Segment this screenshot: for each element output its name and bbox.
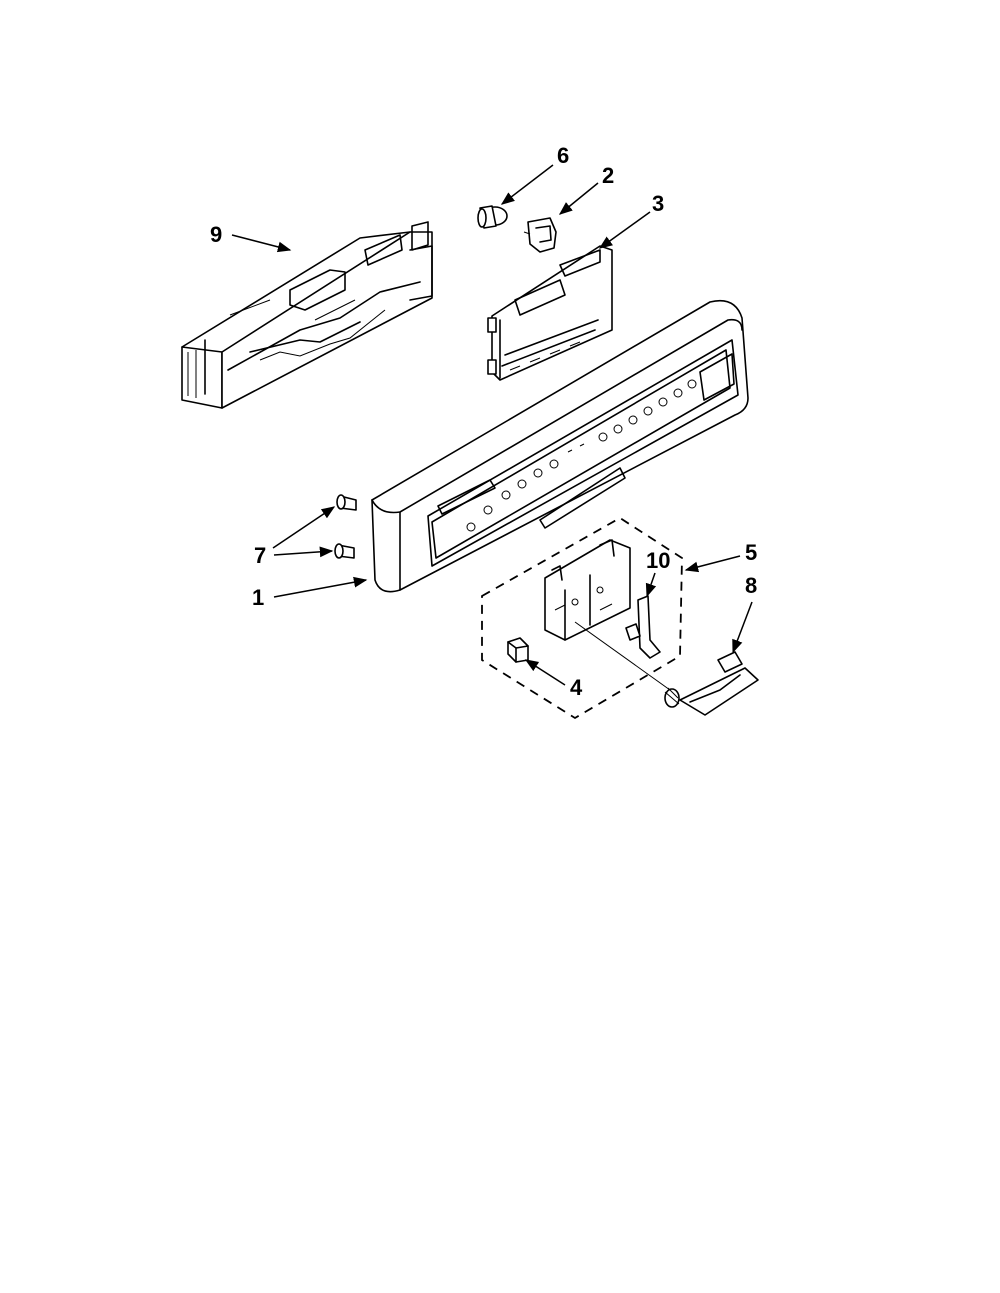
callout-1: 1: [252, 585, 264, 610]
leader-5: [684, 555, 741, 573]
leader-7a: [272, 506, 336, 549]
part-6-cap: [477, 205, 508, 229]
leader-6: [500, 164, 554, 205]
callout-3: 3: [652, 191, 664, 216]
leader-2: [558, 182, 599, 215]
part-4-block: [507, 637, 529, 663]
latch-assembly: [544, 539, 671, 691]
callout-5: 5: [745, 540, 757, 565]
console-buttons: [466, 379, 697, 532]
leader-8: [732, 601, 753, 654]
part-5-latch-assembly-outline: [481, 516, 683, 720]
callout-9: 9: [210, 222, 222, 247]
part-10-lever: [625, 595, 661, 659]
callout-7: 7: [254, 543, 266, 568]
part-7-screws: [334, 494, 357, 559]
callout-2: 2: [602, 163, 614, 188]
part-1-console-panel: [371, 299, 749, 593]
part-8-handle: [664, 651, 759, 716]
callout-4: 4: [570, 675, 583, 700]
leader-10: [645, 572, 657, 598]
part-9-duct-bracket: [181, 221, 433, 409]
leader-1: [273, 576, 368, 598]
leader-4: [524, 659, 566, 686]
leader-9: [231, 234, 292, 253]
callout-8: 8: [745, 573, 757, 598]
callout-6: 6: [557, 143, 569, 168]
callouts: 6 2 3 9 7 1 10 5 8 4: [210, 143, 757, 700]
leader-7b: [273, 546, 334, 558]
leader-3: [598, 211, 651, 249]
part-2-clip: [523, 217, 557, 253]
part-3-control-board: [487, 245, 613, 381]
callout-10: 10: [646, 548, 670, 573]
